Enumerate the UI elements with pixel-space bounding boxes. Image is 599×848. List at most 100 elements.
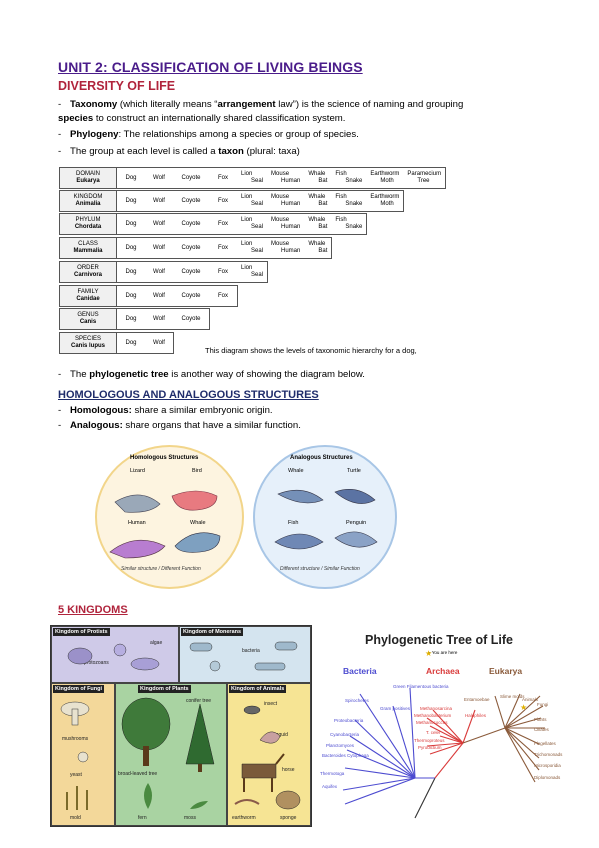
organism-top: Whale xyxy=(308,194,326,200)
bacteria-branch xyxy=(349,735,416,779)
analogous-title: Analogous Structures xyxy=(290,455,353,461)
homologous-circle xyxy=(95,445,244,589)
organism-cell: Coyote xyxy=(181,175,201,181)
organism-bottom: Seal xyxy=(251,248,264,254)
label-protozoans: protozoans xyxy=(84,660,109,666)
organism-cell: Fox xyxy=(217,198,228,204)
domain-archaea: Archaea xyxy=(426,666,460,676)
organism-cell: Wolf xyxy=(153,245,165,251)
bullet-taxonomy-cont: species to construct an internationally … xyxy=(58,113,346,124)
taxon-name: Canidae xyxy=(76,296,100,302)
archaea-stem xyxy=(434,742,464,779)
archaea-branch xyxy=(429,725,464,744)
tree-label: Proteobacteria xyxy=(334,718,364,723)
organism-cell: Coyote xyxy=(181,316,201,322)
tree-label: Aquifex xyxy=(322,784,338,789)
level-name: ORDER xyxy=(77,265,99,271)
eukarya-branch xyxy=(504,693,521,729)
archaea-branch xyxy=(426,742,464,747)
kingdom-animals-title: Kingdom of Animals xyxy=(229,685,287,693)
organism-bottom: Bat xyxy=(318,224,328,230)
organism-cell: Dog xyxy=(125,245,137,251)
label-fern: fern xyxy=(138,815,147,821)
bullet-taxon: -The group at each level is called a tax… xyxy=(58,146,300,157)
tree-label: Plants xyxy=(534,717,547,722)
organism-top: Lion xyxy=(241,171,253,177)
organism-top: Lion xyxy=(241,265,253,271)
label-bird: Bird xyxy=(192,468,202,474)
homologous-illustration xyxy=(109,490,221,559)
protists-illustration xyxy=(67,643,160,671)
tree-label: Flagellates xyxy=(534,741,556,746)
organism-cell: Wolf xyxy=(153,293,165,299)
eukarya-branch xyxy=(504,727,540,771)
homologous-title: Homologous Structures xyxy=(130,455,199,461)
organism-cell: Fox xyxy=(217,293,228,299)
archaea-branch xyxy=(432,709,464,744)
label-bacteria: bacteria xyxy=(242,648,260,654)
organism-cell: Wolf xyxy=(153,175,165,181)
organism-cell: Dog xyxy=(125,175,137,181)
organism-top: Mouse xyxy=(271,217,290,223)
bacteria-branch xyxy=(354,719,416,779)
organism-top: Fish xyxy=(335,171,347,177)
bullet-taxonomy: -Taxonomy (which literally means “arrang… xyxy=(58,99,464,110)
bacteria-branch xyxy=(409,687,416,779)
label-whale: Whale xyxy=(190,520,206,526)
organism-top: Paramecium xyxy=(407,171,442,177)
tree-label: Methanosarcina xyxy=(420,706,453,711)
tree-label: Microsporidia xyxy=(534,763,561,768)
tree-label: Methanococcus xyxy=(416,720,448,725)
organism-cell: Coyote xyxy=(181,221,201,227)
tree-label: Slime molds xyxy=(500,694,525,699)
taxon-name: Animalia xyxy=(75,201,101,207)
organism-bottom: Bat xyxy=(318,248,328,254)
label-earthworm: earthworm xyxy=(232,815,256,821)
archaea-branch xyxy=(439,735,464,744)
tree-label: Bacteroides Cytophaga xyxy=(322,753,369,758)
organism-bottom: Human xyxy=(281,248,301,254)
organism-bottom: Bat xyxy=(318,201,328,207)
taxonomy-caption: This diagram shows the levels of taxonom… xyxy=(205,346,417,355)
label-yeast: yeast xyxy=(70,772,82,778)
organism-cell: Wolf xyxy=(153,221,165,227)
tree-label: Trichomonads xyxy=(534,752,563,757)
archaea-branch xyxy=(462,709,476,744)
bacteria-branch xyxy=(359,693,416,779)
organism-bottom: Human xyxy=(281,178,301,184)
tree-root xyxy=(414,777,436,819)
eukarya-branch xyxy=(494,695,506,729)
tree-label: Methanobacterium xyxy=(414,713,452,718)
fungi-illustration xyxy=(60,701,90,810)
organism-top: Mouse xyxy=(271,241,290,247)
tree-label: Thermotoga xyxy=(320,771,345,776)
domain-bacteria: Bacteria xyxy=(343,666,377,676)
label-broad-leaved-tree: broad-leaved tree xyxy=(118,771,158,777)
tree-label: Halophiles xyxy=(465,713,487,718)
organism-top: Lion xyxy=(241,194,253,200)
monerans-illustration xyxy=(189,641,298,672)
kingdom-fungi-title: Kingdom of Fungi xyxy=(53,685,105,693)
label-algae: algae xyxy=(150,640,163,646)
organism-top: Whale xyxy=(308,241,326,247)
star-icon: ★ xyxy=(520,703,527,712)
bullet-phylogenetic-tree: -The phylogenetic tree is another way of… xyxy=(58,369,365,380)
label-human: Human xyxy=(128,520,146,526)
organism-cell: Dog xyxy=(125,198,137,204)
star-icon: ★ xyxy=(425,649,432,658)
organism-bottom: Tree xyxy=(417,178,430,184)
organism-bottom: Snake xyxy=(345,224,363,230)
bullet-homologous: -Homologous: share a similar embryonic o… xyxy=(58,405,273,416)
tree-label: Ciliates xyxy=(534,727,549,732)
level-name: SPECIES xyxy=(74,336,101,342)
organism-bottom: Seal xyxy=(251,201,264,207)
